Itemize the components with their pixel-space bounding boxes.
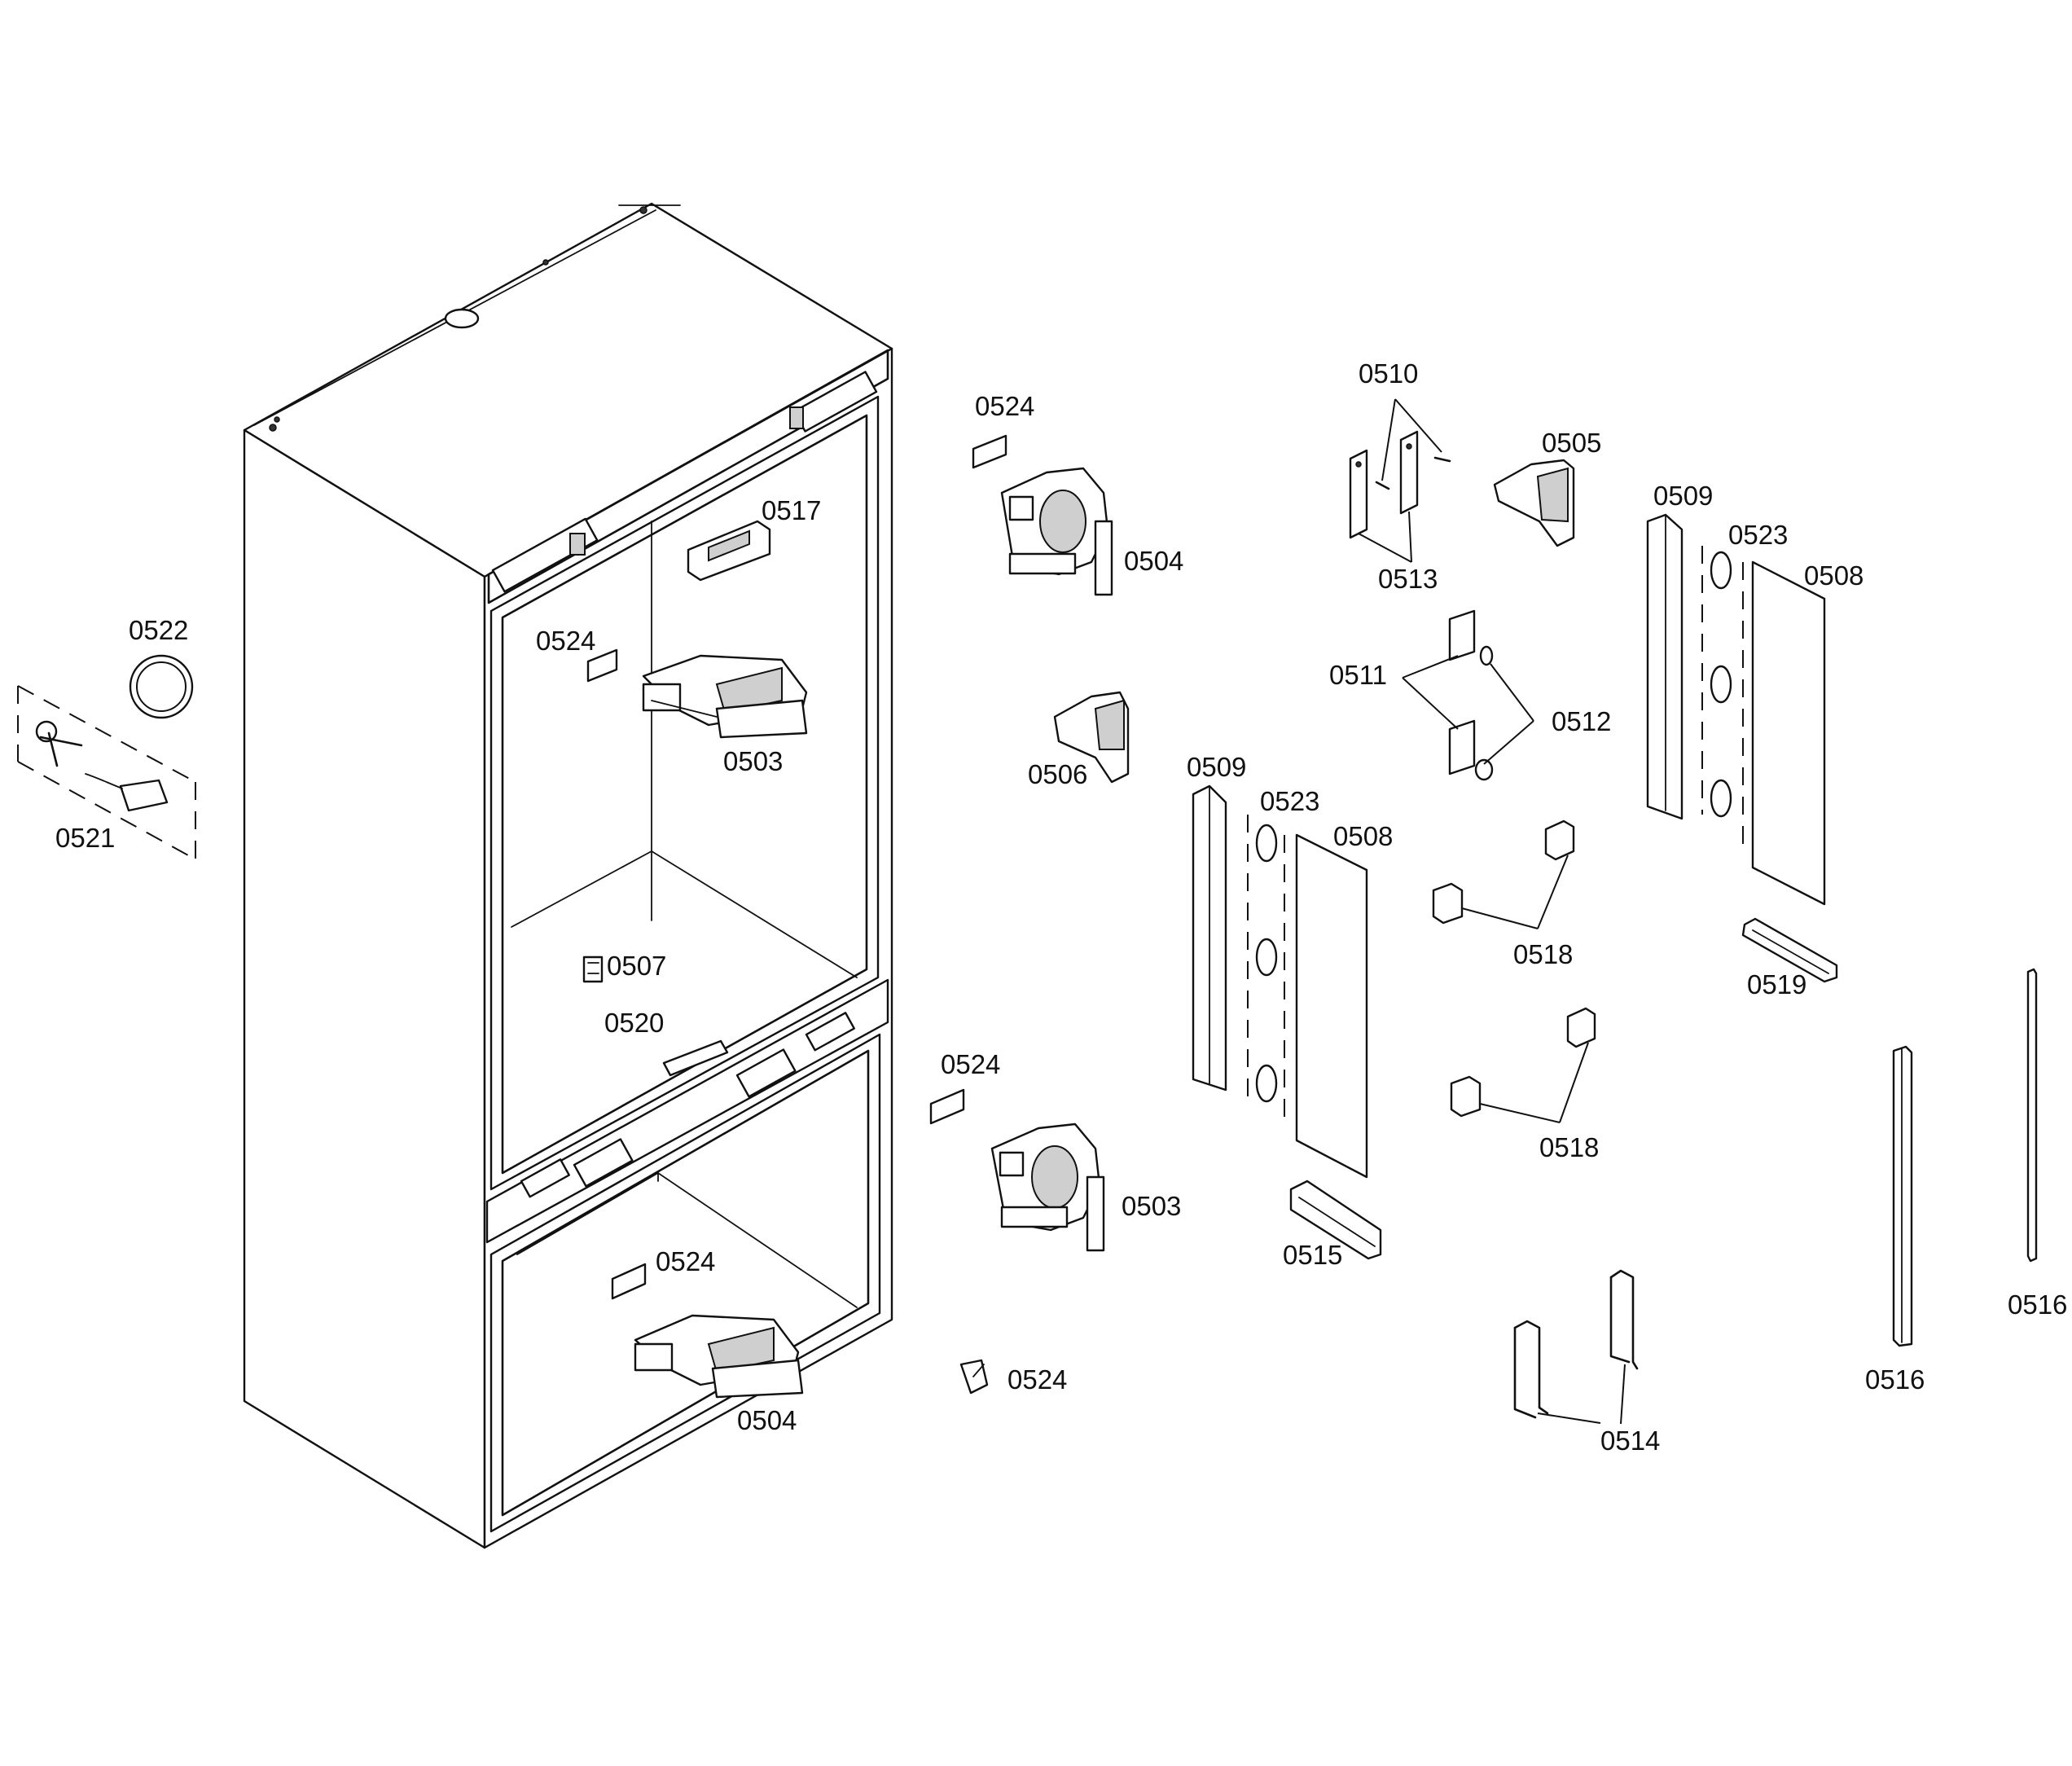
label-0503-lower: 0503 xyxy=(1122,1191,1181,1221)
label-0522: 0522 xyxy=(129,615,188,645)
hinge-0504-lower xyxy=(634,1314,804,1399)
part-0514-brackets xyxy=(1513,1269,1639,1425)
label-0503-upper: 0503 xyxy=(723,746,783,776)
part-0521-group xyxy=(17,685,196,860)
part-0509-strip-right xyxy=(1646,513,1684,820)
label-0519: 0519 xyxy=(1747,969,1806,999)
label-0518-lower: 0518 xyxy=(1539,1132,1599,1162)
label-0506: 0506 xyxy=(1028,759,1087,789)
part-0513-plates xyxy=(1349,430,1419,539)
label-0523-right: 0523 xyxy=(1728,520,1788,550)
label-0520: 0520 xyxy=(604,1008,664,1038)
label-plate-0524-middle xyxy=(929,1088,965,1125)
label-0524-top: 0524 xyxy=(975,391,1034,421)
label-0509-left: 0509 xyxy=(1187,752,1246,782)
part-0510-screws xyxy=(1375,456,1451,490)
part-0524-clip-small xyxy=(959,1359,989,1395)
label-0516-b: 0516 xyxy=(2008,1289,2067,1320)
refrigerator-cabinet xyxy=(243,202,893,1549)
label-0516-a: 0516 xyxy=(1865,1364,1925,1395)
part-0518-upper xyxy=(1432,819,1575,929)
label-0510: 0510 xyxy=(1359,358,1418,389)
label-0515: 0515 xyxy=(1283,1240,1342,1270)
label-0514: 0514 xyxy=(1600,1426,1660,1456)
part-0505-cover xyxy=(1493,459,1575,547)
part-labels: 0524 0504 0517 0524 0503 0522 0521 0506 … xyxy=(55,358,2067,1456)
part-0515-rail xyxy=(1289,1180,1382,1260)
label-0511: 0511 xyxy=(1329,660,1387,690)
part-0523-clips-right xyxy=(1701,546,1744,851)
part-0508-panel-left xyxy=(1295,833,1368,1179)
part-0523-clips-left xyxy=(1247,815,1285,1124)
label-0508-right: 0508 xyxy=(1804,560,1863,591)
label-0512: 0512 xyxy=(1552,706,1611,736)
label-0505: 0505 xyxy=(1542,428,1601,458)
label-0507: 0507 xyxy=(607,951,666,981)
label-0521: 0521 xyxy=(55,823,115,853)
label-0523-left: 0523 xyxy=(1260,786,1319,816)
hinge-0503-upper xyxy=(642,654,808,739)
label-0524-lower-inner: 0524 xyxy=(656,1246,715,1276)
part-0507-clip xyxy=(582,955,604,983)
part-0511-brackets xyxy=(1448,609,1494,781)
label-plate-0524-top xyxy=(972,434,1007,469)
hinge-0504-upper xyxy=(1000,467,1113,596)
label-0509-right: 0509 xyxy=(1653,481,1713,511)
part-0508-panel-right xyxy=(1751,560,1826,906)
label-0524-middle: 0524 xyxy=(941,1049,1000,1079)
part-0506-cover xyxy=(1053,691,1130,784)
label-0504-lower: 0504 xyxy=(737,1405,797,1435)
label-0524-upper-inner: 0524 xyxy=(536,626,595,656)
label-0517: 0517 xyxy=(762,495,821,525)
label-0524-clip: 0524 xyxy=(1007,1364,1067,1395)
part-0516-strip-a xyxy=(1892,1045,1913,1347)
part-0516-strip-b xyxy=(2026,968,2038,1263)
label-0508-left: 0508 xyxy=(1333,821,1393,851)
hinge-0503-lower xyxy=(990,1122,1105,1252)
part-0519-rail xyxy=(1741,917,1838,983)
part-0520-strip xyxy=(662,1039,729,1077)
label-0504-upper: 0504 xyxy=(1124,546,1183,576)
label-plate-0524-lower-inner xyxy=(611,1263,647,1300)
part-0518-lower xyxy=(1450,1007,1596,1123)
label-0518-upper: 0518 xyxy=(1513,939,1573,969)
label-0513: 0513 xyxy=(1378,564,1438,594)
part-0510-leaders xyxy=(1358,398,1442,563)
part-0522-ring xyxy=(129,654,194,719)
part-0509-strip-left xyxy=(1192,784,1227,1092)
label-plate-0524-upper-inner xyxy=(586,648,618,683)
part-0511-0512-leaders xyxy=(1402,655,1534,765)
part-0517-bracket xyxy=(687,520,771,582)
